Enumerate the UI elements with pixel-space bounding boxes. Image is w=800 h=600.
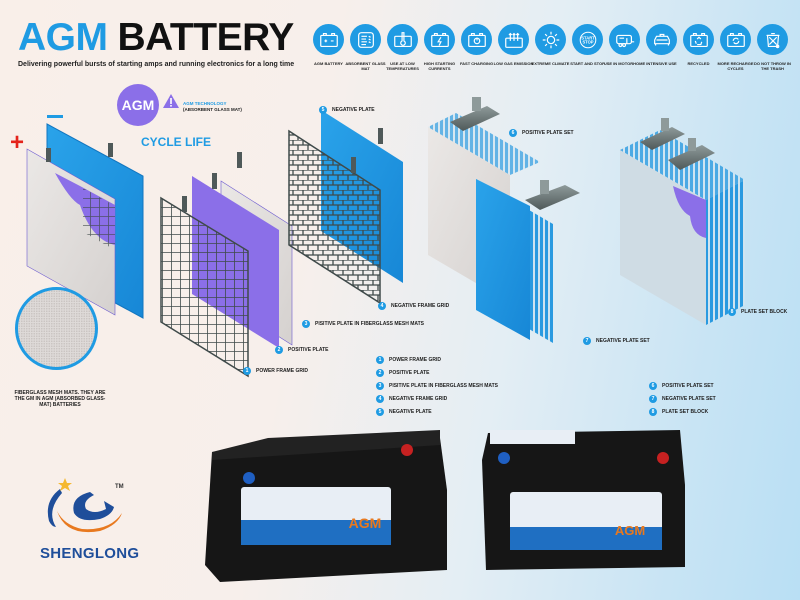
climate-icon [535,24,566,55]
feature-extreme-climate: EXTREME CLIMATE [532,24,569,71]
svg-text:START: START [581,35,595,40]
gas-emission-icon [498,24,529,55]
negative-sign [47,115,63,118]
feature-glass-mat: ABSORBENT GLASS MAT [345,24,386,71]
feature-agm-battery: AGM BATTERY [313,24,344,71]
battery-product-large: AGM [205,430,447,582]
title-main: BATTERY [117,16,295,59]
agm-product-badge-large: AGM [349,515,382,531]
brand-name: SHENGLONG [40,545,140,562]
trademark-symbol: TM [115,484,124,490]
feature-motorhome: USE IN MOTORHOME [604,24,645,71]
thermometer-icon [387,24,418,55]
battery-icon [313,24,344,55]
plate-set-block [620,118,745,325]
feature-recharge-cycles: MORE RECHARGE CYCLES [717,24,754,71]
warning-icon [163,94,179,108]
feature-no-trash: DO NOT THROW IN THE TRASH [754,24,791,71]
exploded-plates [160,110,403,378]
feature-recycled: RECYCLED [683,24,714,71]
recharge-icon [720,24,751,55]
feature-low-gas: LOW GAS EMISSION [494,24,533,71]
page-subtitle: Delivering powerful bursts of starting a… [18,61,295,68]
recycle-icon [683,24,714,55]
fiberglass-mesh-caption: FIBERGLASS MESH MATS. THEY ARE THE GM IN… [14,390,106,408]
glass-mat-icon [350,24,381,55]
car-icon [646,24,677,55]
feature-low-temp: USE AT LOW TEMPERATURES [386,24,419,71]
lightning-icon [424,24,455,55]
svg-text:STOP: STOP [582,39,593,44]
fiberglass-mesh-closeup [15,287,98,370]
agm-product-badge-small: AGM [615,523,645,538]
title-accent: AGM [18,16,108,59]
shenglong-logo-icon [47,478,122,533]
agm-technology-note: AGM TECHNOLOGY (ABSORBENT GLASS MAT) [183,101,242,112]
feature-icons-row: AGM BATTERY ABSORBENT GLASS MAT USE AT L… [313,24,791,71]
agm-badge: AGM [117,84,159,126]
feature-intensive-use: INTENSIVE USE [646,24,677,71]
power-icon [461,24,492,55]
cycle-life-heading: CYCLE LIFE [141,135,212,149]
feature-high-starting: HIGH STARTING CURRENTS [424,24,455,71]
plate-sets [428,97,580,343]
positive-sign: + [10,129,25,156]
motorhome-icon [609,24,640,55]
trash-crossed-icon [757,24,788,55]
feature-fast-charging: FAST CHARGING [460,24,493,71]
battery-product-small: AGM [482,430,685,570]
exploded-cell-pair [26,123,144,319]
